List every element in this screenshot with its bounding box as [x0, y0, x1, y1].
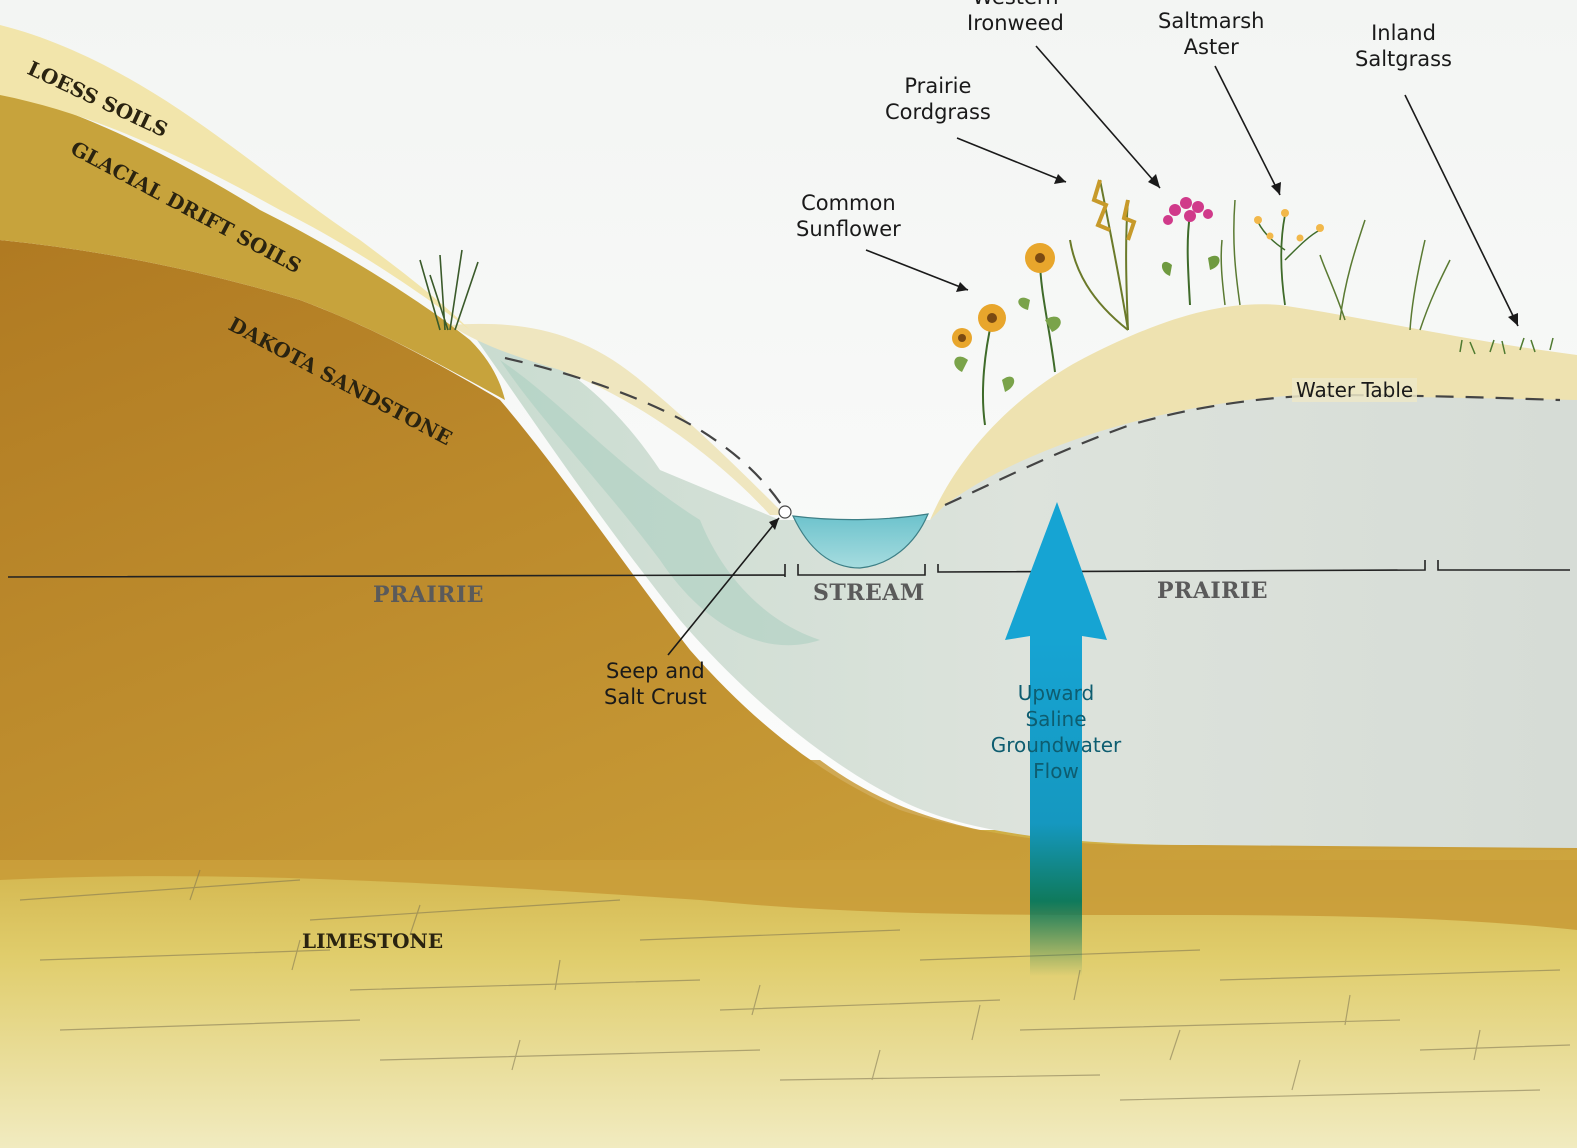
label-seep-salt-crust: Seep and Salt Crust: [604, 658, 707, 710]
label-stream: STREAM: [813, 580, 925, 606]
label-inland-saltgrass: Inland Saltgrass: [1355, 20, 1452, 72]
label-prairie-cordgrass: Prairie Cordgrass: [885, 73, 991, 125]
label-common-sunflower: Common Sunflower: [796, 190, 901, 242]
label-prairie-cordgrass-text: Prairie Cordgrass: [885, 73, 991, 125]
label-saltmarsh-aster: Saltmarsh Aster: [1158, 8, 1264, 60]
label-upward-flow-text: Upward Saline Groundwater Flow: [988, 680, 1124, 784]
label-prairie-right: PRAIRIE: [1157, 578, 1268, 604]
seep-marker: [779, 506, 791, 518]
label-prairie-left: PRAIRIE: [373, 582, 484, 608]
label-limestone: LIMESTONE: [302, 929, 443, 953]
label-inland-saltgrass-text: Inland Saltgrass: [1355, 20, 1452, 72]
label-saltmarsh-aster-text: Saltmarsh Aster: [1158, 8, 1264, 60]
label-common-sunflower-text: Common Sunflower: [796, 190, 901, 242]
label-western-ironweed: Western Ironweed: [967, 0, 1064, 36]
label-upward-flow: Upward Saline Groundwater Flow: [988, 680, 1124, 784]
label-water-table: Water Table: [1292, 378, 1417, 402]
label-western-ironweed-text: Western Ironweed: [967, 0, 1064, 36]
label-seep-text: Seep and Salt Crust: [604, 658, 707, 710]
